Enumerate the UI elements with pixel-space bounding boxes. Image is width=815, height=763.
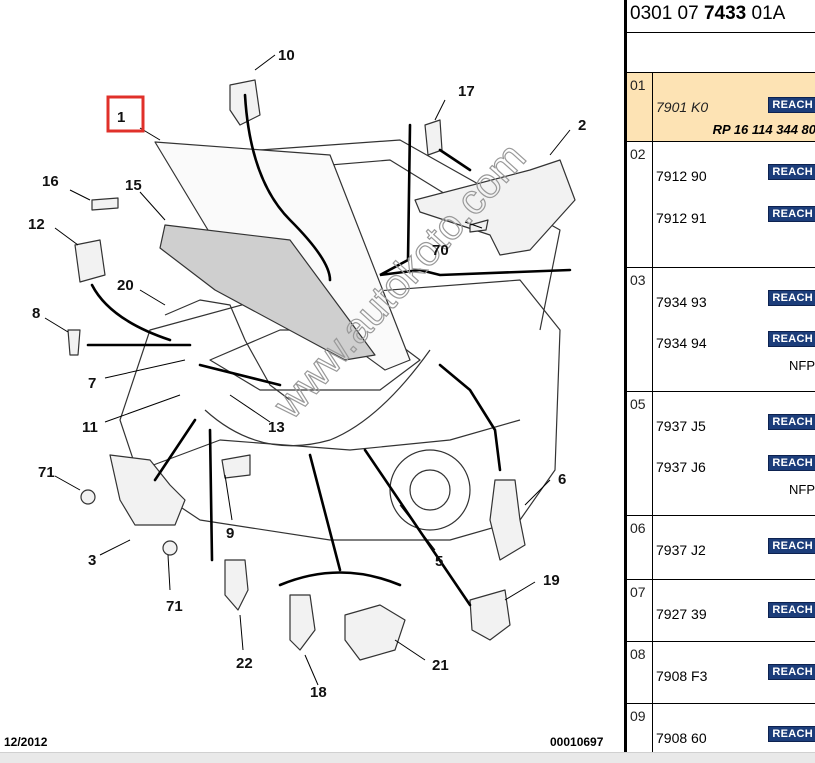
exploded-parts-diagram: www.autokoto.com 1 2 3 5 6 7 8 9 10 11 1… (4, 47, 604, 749)
callout-20[interactable]: 20 (117, 277, 134, 294)
part-row-03[interactable]: 03 7934 93 REACH 7934 94 REACH NFP (627, 268, 815, 392)
callout-12[interactable]: 12 (28, 216, 45, 233)
header-spacer (627, 33, 815, 73)
part-number: 7934 94 (656, 335, 707, 351)
callout-8[interactable]: 8 (32, 305, 40, 322)
part-number: 7937 J5 (656, 418, 706, 434)
latch-part (109, 454, 186, 526)
part-row-01[interactable]: 01 7901 K0 REACH RP 16 114 344 80 (627, 73, 815, 142)
reach-badge: REACH (768, 602, 815, 618)
reach-badge: REACH (768, 538, 815, 554)
hinge-part (414, 159, 576, 256)
rp-reference: RP 16 114 344 80 (712, 122, 815, 137)
part-row-09[interactable]: 09 7908 60 REACH (627, 704, 815, 753)
reach-badge: REACH (768, 331, 815, 347)
callout-5[interactable]: 5 (435, 553, 443, 570)
callout-11[interactable]: 11 (82, 419, 98, 436)
callout-10[interactable]: 10 (278, 47, 295, 64)
parts-list-panel: 0301 07 7433 01A 01 7901 K0 REACH RP 16 … (624, 0, 815, 753)
window-bottom-strip (0, 752, 815, 763)
reach-badge: REACH (768, 455, 815, 471)
callout-15[interactable]: 15 (125, 177, 142, 194)
reach-badge: REACH (768, 206, 815, 222)
callout-9[interactable]: 9 (226, 525, 234, 542)
reach-badge: REACH (768, 290, 815, 306)
part-row-08[interactable]: 08 7908 F3 REACH (627, 642, 815, 704)
part-row-06[interactable]: 06 7937 J2 REACH (627, 516, 815, 580)
part-number: 7927 39 (656, 606, 707, 622)
callout-1[interactable]: 1 (117, 109, 125, 126)
reach-badge: REACH (768, 414, 815, 430)
selected-callout-box (106, 95, 145, 133)
callout-7[interactable]: 7 (88, 375, 96, 392)
part-number: 7912 91 (656, 210, 707, 226)
part-number: 7937 J6 (656, 459, 706, 475)
part-number: 7912 90 (656, 168, 707, 184)
part-number: 7901 K0 (656, 99, 709, 115)
reach-badge: REACH (768, 664, 815, 680)
part-row-02[interactable]: 02 7912 90 REACH 7912 91 REACH (627, 142, 815, 268)
callout-71-top[interactable]: 71 (38, 464, 55, 481)
callout-22[interactable]: 22 (236, 655, 253, 672)
callout-13[interactable]: 13 (268, 419, 285, 436)
diagram-drawing: www.autokoto.com 1 2 3 5 6 7 8 9 10 11 1… (28, 47, 586, 701)
nfp-flag: NFP (789, 358, 815, 373)
diagram-reference: 00010697 (550, 735, 604, 749)
callout-17[interactable]: 17 (458, 83, 475, 100)
callout-2[interactable]: 2 (578, 117, 586, 134)
callout-16[interactable]: 16 (42, 173, 59, 190)
part-row-05[interactable]: 05 7937 J5 REACH 7937 J6 REACH NFP (627, 392, 815, 516)
reach-badge: REACH (768, 726, 815, 742)
nfp-flag: NFP (789, 482, 815, 497)
part-number: 7908 F3 (656, 668, 708, 684)
callout-19[interactable]: 19 (543, 572, 560, 589)
diagram-date: 12/2012 (4, 735, 48, 749)
part-number: 7934 93 (656, 294, 707, 310)
reference-header: 0301 07 7433 01A (627, 0, 815, 33)
insulation-pad (159, 224, 376, 361)
callout-70[interactable]: 70 (432, 242, 449, 259)
reach-badge: REACH (768, 97, 815, 113)
callout-3[interactable]: 3 (88, 552, 96, 569)
callout-18[interactable]: 18 (310, 684, 327, 701)
part-number: 7937 J2 (656, 542, 706, 558)
callout-6[interactable]: 6 (558, 471, 566, 488)
part-row-07[interactable]: 07 7927 39 REACH (627, 580, 815, 642)
callout-71-bottom[interactable]: 71 (166, 598, 183, 615)
part-number: 7908 60 (656, 730, 707, 746)
callout-21[interactable]: 21 (432, 657, 449, 674)
reach-badge: REACH (768, 164, 815, 180)
